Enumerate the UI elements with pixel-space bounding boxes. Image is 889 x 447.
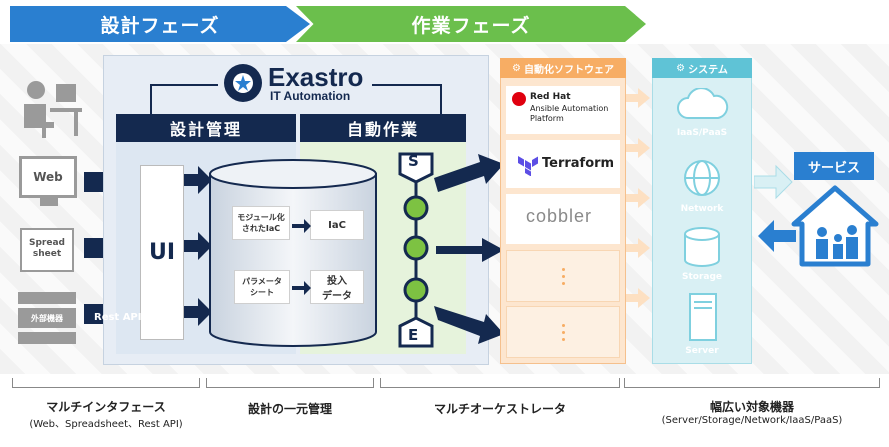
bracket-targets (624, 378, 880, 388)
flow-start: S (408, 152, 419, 170)
automation-header: 自動作業 (300, 114, 466, 142)
connector-right (372, 84, 442, 114)
rest-api-label: Rest API (94, 312, 142, 323)
parameter-sheet-card: パラメータ シート (234, 270, 290, 304)
cloud-icon (677, 88, 729, 119)
wide-targets-subtitle: (Server/Storage/Network/IaaS/PaaS) (661, 415, 843, 426)
network-label: Network (680, 204, 724, 214)
terraform-label: Terraform (542, 156, 615, 171)
design-management-header: 設計管理 (116, 114, 296, 142)
workflow-chain (398, 152, 434, 348)
redhat-logo-icon (512, 92, 526, 106)
redhat-product: Ansible Automation Platform (530, 104, 609, 123)
multi-interface-subtitle: (Web、Spreadsheet、Rest API) (29, 419, 183, 430)
more-tools-slot-2 (506, 306, 620, 358)
more-tools-slot-1 (506, 250, 620, 302)
storage-icon (684, 227, 720, 267)
storage-label: Storage (681, 272, 723, 282)
house-family-icon (791, 185, 879, 267)
flow-end: E (408, 326, 419, 344)
server-rack-icon-2 (18, 332, 76, 344)
service-badge: サービス (794, 152, 874, 180)
central-management-label: 設計の一元管理 (247, 402, 332, 416)
system-title: システム (688, 64, 728, 76)
server-rack-icon (18, 292, 76, 304)
logo-subtitle: IT Automation (270, 89, 351, 103)
terraform-card: Terraform (506, 140, 620, 188)
server-label: Server (685, 346, 719, 356)
system-header: ⚙ システム (652, 58, 752, 78)
wide-targets-title: 幅広い対象機器 (709, 400, 794, 414)
terraform-logo-icon (518, 156, 538, 176)
tool-to-system-arrows (626, 88, 650, 308)
ui-box: UI (140, 165, 184, 340)
bracket-interface (12, 378, 200, 388)
web-input: Web (19, 156, 77, 198)
card-arrows (292, 219, 311, 295)
web-monitor-stand (40, 198, 58, 206)
iac-card: IaC (310, 210, 364, 240)
automation-software-title: 自動化ソフトウェア (523, 64, 614, 76)
wide-targets-label: 幅広い対象機器 (Server/Storage/Network/IaaS/Paa… (620, 398, 884, 426)
automation-software-header: ⚙ 自動化ソフトウェア (500, 58, 626, 78)
connector-left (150, 84, 218, 114)
module-iac-card: モジュール化 されたIaC (232, 206, 290, 240)
multi-interface-label: マルチインタフェース (Web、Spreadsheet、Rest API) (4, 398, 208, 430)
external-device-label: 外部機器 (18, 308, 76, 328)
iaas-paas-label: IaaS/PaaS (676, 128, 728, 138)
system-to-service-arrow (754, 164, 793, 200)
orchestrator-label: マルチオーケストレータ (433, 402, 566, 416)
spreadsheet-input: Spread sheet (20, 228, 74, 272)
server-icon (689, 293, 717, 341)
orchestrator-arrows (434, 154, 504, 344)
exastro-logo-icon (224, 64, 262, 102)
work-phase-banner: 作業フェーズ (296, 6, 646, 42)
ui-to-db-arrows (184, 166, 212, 326)
cobbler-card: cobbler (506, 194, 620, 244)
redhat-card: Red Hat Ansible Automation Platform (506, 86, 620, 134)
bracket-central (206, 378, 374, 388)
redhat-brand: Red Hat (530, 92, 571, 102)
input-data-card: 投入 データ (310, 270, 364, 304)
service-to-system-arrow (758, 220, 796, 252)
gear-icon: ⚙ (512, 62, 521, 74)
gear-icon: ⚙ (676, 62, 686, 74)
network-globe-icon (684, 160, 720, 196)
design-phase-banner: 設計フェーズ (10, 6, 310, 42)
cobbler-label: cobbler (526, 206, 593, 226)
logo-name: Exastro (268, 62, 364, 92)
operator-icon (24, 81, 82, 138)
multi-interface-title: マルチインタフェース (46, 400, 166, 414)
bracket-orchestrator (380, 378, 620, 388)
